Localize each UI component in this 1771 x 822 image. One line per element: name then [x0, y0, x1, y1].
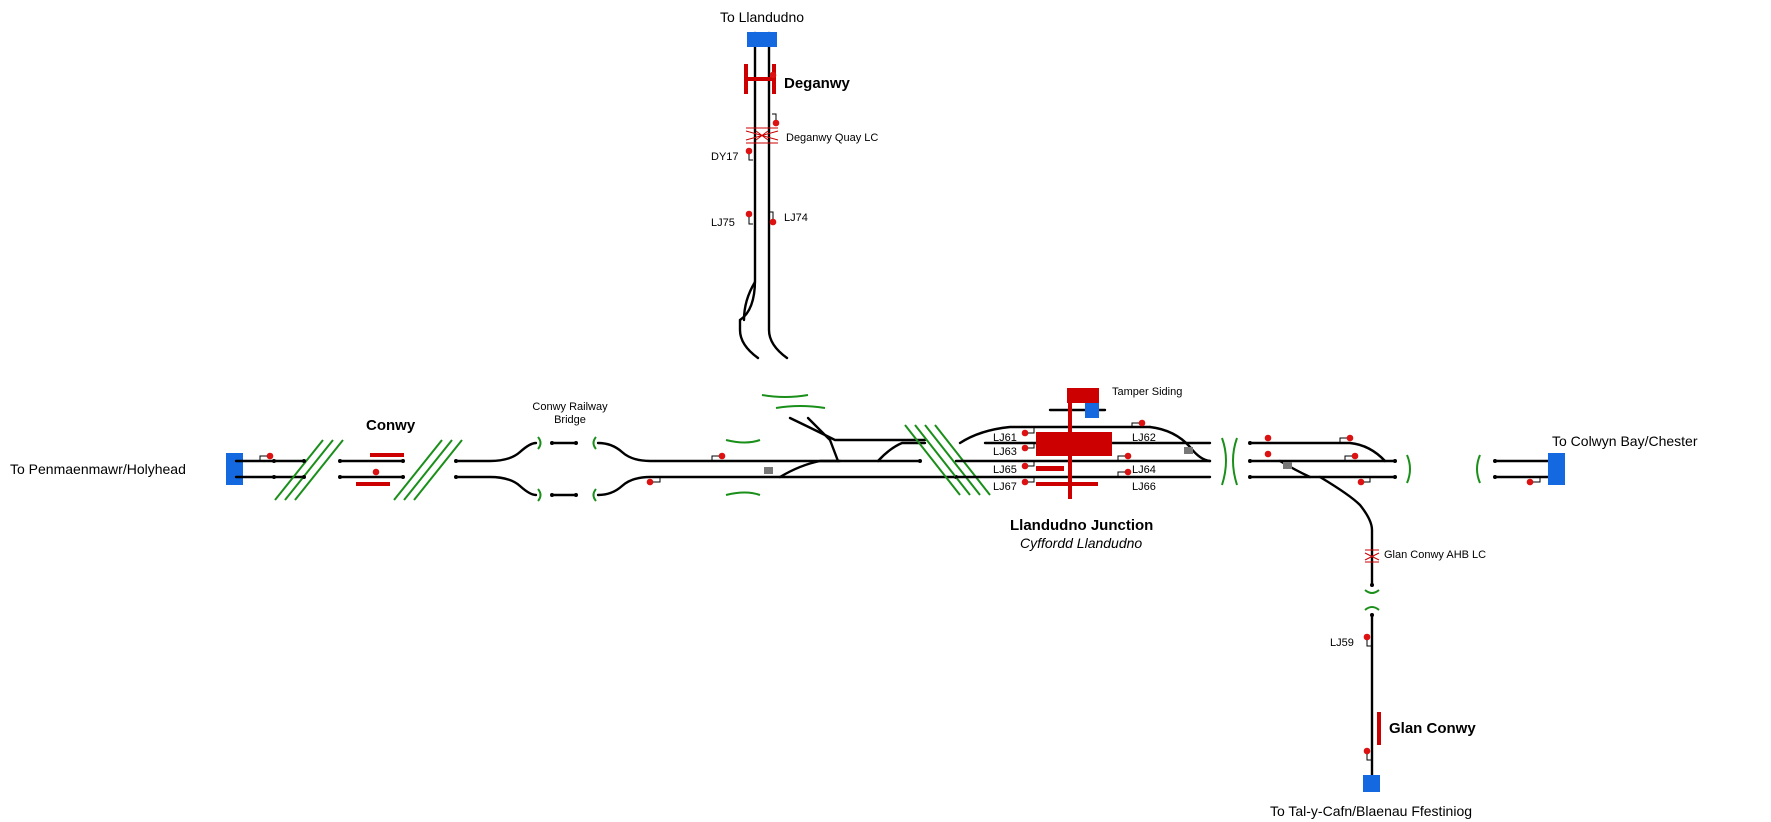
east-track-ends	[1248, 441, 1497, 479]
deganwy-platform	[744, 64, 776, 94]
signal-east-5	[1357, 477, 1371, 486]
signal-main-up-west	[711, 452, 726, 461]
signal-lj64-label: LJ64	[1132, 464, 1156, 476]
signal-deganwy-platform	[769, 71, 777, 79]
north-junction-bridge-marks	[761, 394, 826, 409]
signal-dy17-label: DY17	[711, 151, 739, 163]
signal-east-4	[1344, 452, 1359, 461]
conwy-platform-south	[356, 482, 390, 486]
signal-conwy-east-up	[372, 468, 380, 476]
signal-lj62	[1131, 419, 1146, 427]
llandudno-junction-platforms	[1036, 403, 1112, 499]
deganwy-station-label: Deganwy	[784, 75, 851, 92]
catch-point-east	[1283, 462, 1292, 469]
east-section-tracks	[1248, 441, 1562, 552]
signal-conwy-west-up	[259, 452, 274, 461]
signal-lj59-label: LJ59	[1330, 637, 1354, 649]
signal-lj65-label: LJ65	[993, 464, 1017, 476]
catch-point-station	[1184, 447, 1193, 454]
glan-conwy-level-crossing	[1364, 549, 1380, 563]
conwy-station-label: Conwy	[366, 417, 416, 434]
east-section-brackets	[1406, 454, 1481, 484]
signal-conwy-down	[646, 477, 661, 486]
station-east-bridge-brackets	[1221, 437, 1238, 486]
south-branch-brackets	[1364, 589, 1380, 611]
signal-lj61	[1021, 427, 1035, 437]
signal-lj62-label: LJ62	[1132, 432, 1156, 444]
destination-east-label: To Colwyn Bay/Chester	[1552, 433, 1698, 449]
signal-lj67-label: LJ67	[993, 481, 1017, 493]
signal-lj61-label: LJ61	[993, 432, 1017, 444]
north-branch-tracks	[738, 31, 789, 360]
south-branch-dots	[1370, 583, 1374, 617]
conwy-bridges-west	[274, 439, 463, 501]
destination-south-label: To Tal-y-Cafn/Blaenau Ffestiniog	[1270, 803, 1472, 819]
conwy-railway-bridge-label-2: Bridge	[554, 414, 586, 426]
track-ends-dots	[272, 441, 958, 497]
deganwy-quay-lc-label: Deganwy Quay LC	[786, 132, 878, 144]
main-line-tracks-west	[234, 441, 958, 497]
main-line-bridge-brackets	[725, 439, 761, 496]
glan-conwy-platform	[1377, 712, 1381, 745]
llandudno-junction-welsh-label: Cyffordd Llandudno	[1020, 535, 1142, 551]
signal-lj75-label: LJ75	[711, 217, 735, 229]
conwy-railway-bridge-brackets	[537, 436, 597, 502]
tamper-siding-stop	[1067, 388, 1099, 403]
line-end-north	[747, 32, 777, 47]
signal-lj66-label: LJ66	[1132, 481, 1156, 493]
conwy-platform-north	[370, 453, 404, 457]
signal-lj64	[1117, 468, 1132, 477]
tamper-siding-end	[1085, 403, 1099, 418]
signal-lj67	[1021, 477, 1035, 486]
north-junction-curves	[778, 416, 927, 479]
signal-lj74	[769, 211, 777, 226]
signal-east-3	[1264, 450, 1272, 458]
signal-lj74-label: LJ74	[784, 212, 808, 224]
signal-lj59	[1363, 633, 1371, 647]
deganwy-quay-level-crossing	[745, 127, 779, 144]
signal-lj75	[745, 210, 753, 225]
catch-point-main	[764, 467, 773, 474]
glan-conwy-lc-label: Glan Conwy AHB LC	[1384, 549, 1486, 561]
signal-dy17	[745, 147, 753, 161]
llandudno-junction-label: Llandudno Junction	[1010, 517, 1153, 534]
tamper-siding-label: Tamper Siding	[1112, 386, 1182, 398]
conwy-railway-bridge-label-1: Conwy Railway	[532, 401, 608, 413]
signal-east-2	[1339, 434, 1354, 443]
signal-deganwy-up	[772, 113, 780, 127]
signal-east-1	[1264, 434, 1272, 442]
signal-glan-conwy	[1363, 747, 1371, 761]
line-end-south	[1363, 775, 1380, 792]
signal-east-6	[1526, 477, 1541, 486]
signal-lj65	[1021, 461, 1035, 470]
signal-lj-platform-east	[1117, 452, 1132, 461]
destination-north-label: To Llandudno	[720, 9, 804, 25]
glan-conwy-station-label: Glan Conwy	[1389, 720, 1476, 737]
line-end-east	[1548, 453, 1565, 485]
line-end-west	[226, 453, 243, 485]
signal-lj63-label: LJ63	[993, 446, 1017, 458]
signal-lj63	[1021, 443, 1035, 452]
destination-west-label: To Penmaenmawr/Holyhead	[10, 461, 186, 477]
